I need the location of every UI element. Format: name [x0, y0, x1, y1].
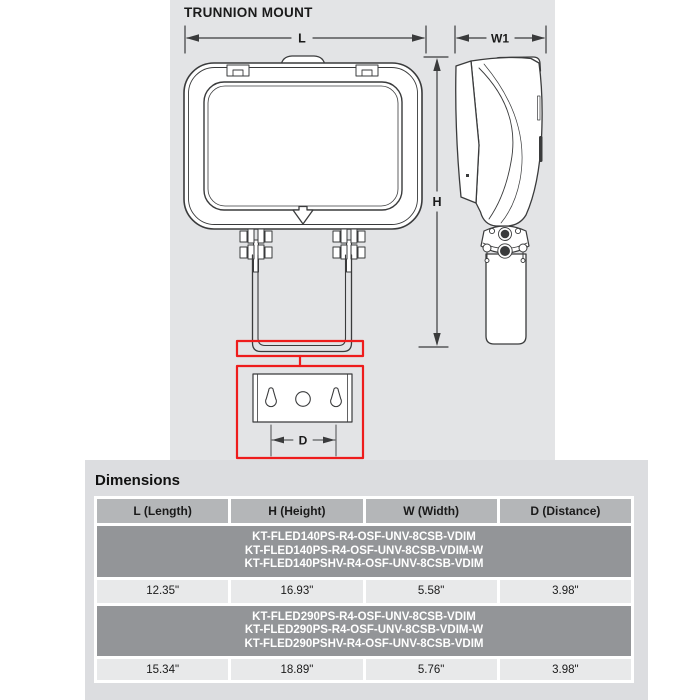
trunnion-mount-diagram-panel: TRUNNION MOUNT L W1 — [170, 0, 555, 460]
model-group-row: KT-FLED290PS-R4-OSF-UNV-8CSB-VDIM KT-FLE… — [97, 605, 631, 656]
height-value: 16.93" — [231, 579, 363, 603]
mounting-plate-detail — [252, 373, 353, 423]
arrow-down-icon — [433, 333, 441, 346]
model-number: KT-FLED140PSHV-R4-OSF-UNV-8CSB-VDIM — [244, 558, 484, 570]
length-value: 15.34" — [97, 659, 229, 680]
column-header-distance: D (Distance) — [499, 499, 631, 523]
height-label: H — [432, 195, 441, 209]
column-header-height: H (Height) — [231, 499, 363, 523]
length-label: L — [298, 32, 306, 46]
keyhole-slot-right — [330, 387, 342, 408]
floodlight-front-view — [183, 55, 423, 230]
model-number: KT-FLED290PS-R4-OSF-UNV-8CSB-VDIM — [252, 610, 476, 623]
red-highlight-callout — [235, 339, 365, 460]
length-value: 12.35" — [97, 579, 229, 603]
dimensions-section: Dimensions L (Length) H (Height) W (Widt… — [85, 460, 648, 700]
model-number: KT-FLED290PSHV-R4-OSF-UNV-8CSB-VDIM — [244, 637, 484, 650]
highlight-box-plate-detail — [235, 364, 365, 460]
dimensions-section-title: Dimensions — [95, 472, 181, 489]
column-header-width: W (Width) — [365, 499, 497, 523]
table-header-row: L (Length) H (Height) W (Width) D (Dista… — [97, 499, 631, 523]
width-value: 5.58" — [365, 579, 497, 603]
height-value: 18.89" — [231, 659, 363, 680]
distance-value: 3.98" — [499, 579, 631, 603]
dimension-length: L — [184, 25, 427, 54]
width-value: 5.76" — [365, 659, 497, 680]
table-row: 12.35" 16.93" 5.58" 3.98" — [97, 579, 631, 603]
floodlight-side-view — [455, 56, 543, 345]
yoke-bolt-left — [239, 228, 273, 273]
dimension-height: H — [418, 56, 449, 348]
width1-label: W1 — [491, 32, 509, 46]
arrow-left-icon — [186, 34, 199, 42]
arrow-right-icon — [532, 34, 545, 42]
diagram-title: TRUNNION MOUNT — [184, 5, 313, 20]
distance-value: 3.98" — [499, 659, 631, 680]
distance-label: D — [299, 434, 308, 448]
arrow-right-icon — [412, 34, 425, 42]
model-group-row: KT-FLED140PS-R4-OSF-UNV-8CSB-VDIM KT-FLE… — [97, 526, 631, 577]
trunnion-mount-line-drawing: L W1 H — [183, 25, 547, 460]
trunnion-u-bracket — [251, 254, 353, 353]
arrow-right-icon — [323, 436, 335, 444]
table-row: 15.34" 18.89" 5.76" 3.98" — [97, 659, 631, 680]
arrow-up-icon — [433, 58, 441, 71]
model-number: KT-FLED290PS-R4-OSF-UNV-8CSB-VDIM-W — [244, 624, 484, 636]
yoke-bolt-right — [332, 228, 366, 273]
center-hole — [295, 391, 311, 407]
arrow-left-icon — [456, 34, 469, 42]
column-header-length: L (Length) — [97, 499, 229, 523]
press-tab-arrow-icon — [292, 205, 314, 225]
model-number: KT-FLED140PS-R4-OSF-UNV-8CSB-VDIM — [252, 531, 476, 543]
housing-body — [470, 56, 543, 227]
keyhole-slot-left — [265, 387, 277, 408]
dimension-distance: D — [270, 424, 337, 457]
mount-arm — [485, 253, 527, 345]
housing-visor — [455, 60, 480, 204]
arrow-left-icon — [272, 436, 284, 444]
dimension-width1: W1 — [454, 25, 547, 54]
model-number: KT-FLED140PS-R4-OSF-UNV-8CSB-VDIM-W — [244, 544, 484, 557]
dimensions-table: L (Length) H (Height) W (Width) D (Dista… — [94, 496, 634, 683]
